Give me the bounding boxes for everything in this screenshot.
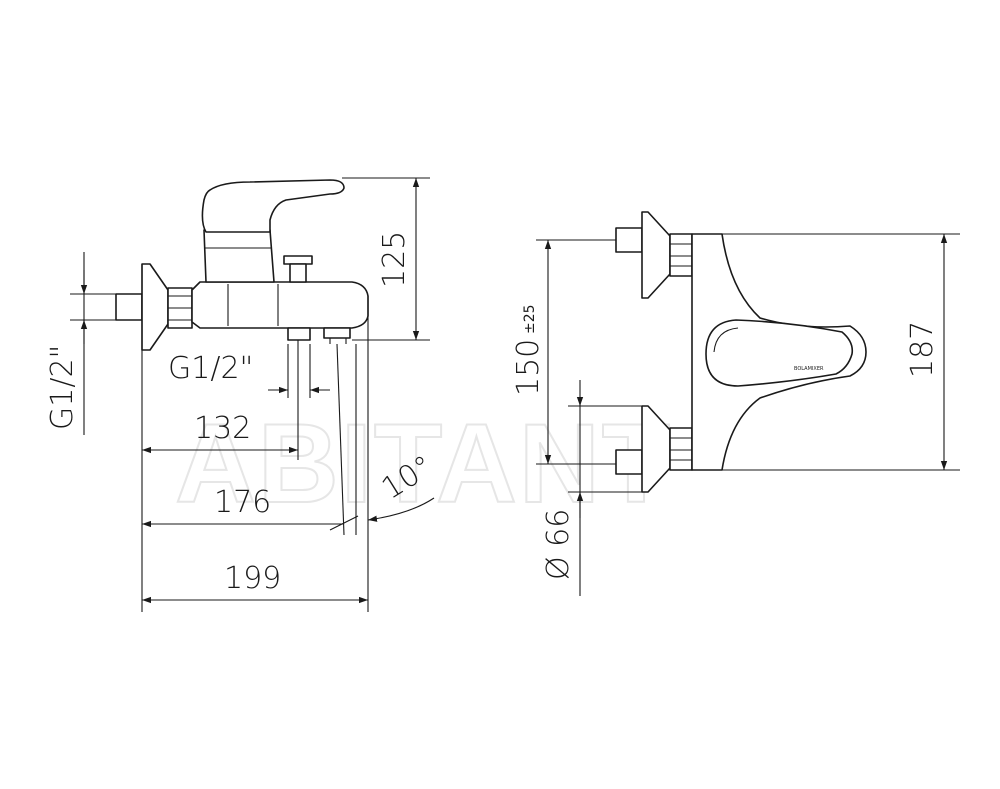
front-lower-inlet	[615, 449, 643, 475]
front-lower-nut	[669, 427, 693, 471]
side-inlet-nipple	[115, 293, 143, 321]
side-shower-outlet	[287, 327, 311, 341]
dim-outlet-thread: G1/2"	[168, 351, 253, 386]
front-view: BOLAMIXER 150 ±25 187 Ø 66	[511, 211, 960, 596]
dim-spout-depth: 132	[194, 411, 251, 446]
dim-flange-diameter: Ø 66	[541, 509, 576, 580]
dim-inlet-thread: G1/2"	[45, 345, 80, 430]
front-upper-inlet	[615, 227, 643, 253]
dim-centers: 150	[511, 339, 546, 396]
dim-overall-height: 187	[905, 321, 940, 378]
side-diverter-knob	[283, 255, 313, 265]
side-view: G1/2" 125 G1/2" 132 176 10° 199	[45, 177, 439, 612]
side-aerator	[323, 327, 351, 339]
side-wall-flange	[141, 263, 169, 351]
side-cartridge	[203, 229, 275, 283]
front-lever-handle	[705, 319, 854, 387]
dim-height: 125	[377, 231, 412, 288]
front-upper-flange	[641, 211, 671, 299]
handle-logo: BOLAMIXER	[794, 366, 824, 372]
dim-overall-depth: 199	[224, 561, 281, 596]
dim-spout-tip: 176	[214, 485, 271, 520]
dim-centers-tolerance: ±25	[522, 304, 538, 334]
side-lever-handle	[201, 179, 345, 233]
front-upper-nut	[669, 233, 693, 277]
side-mixer-body	[191, 281, 369, 329]
